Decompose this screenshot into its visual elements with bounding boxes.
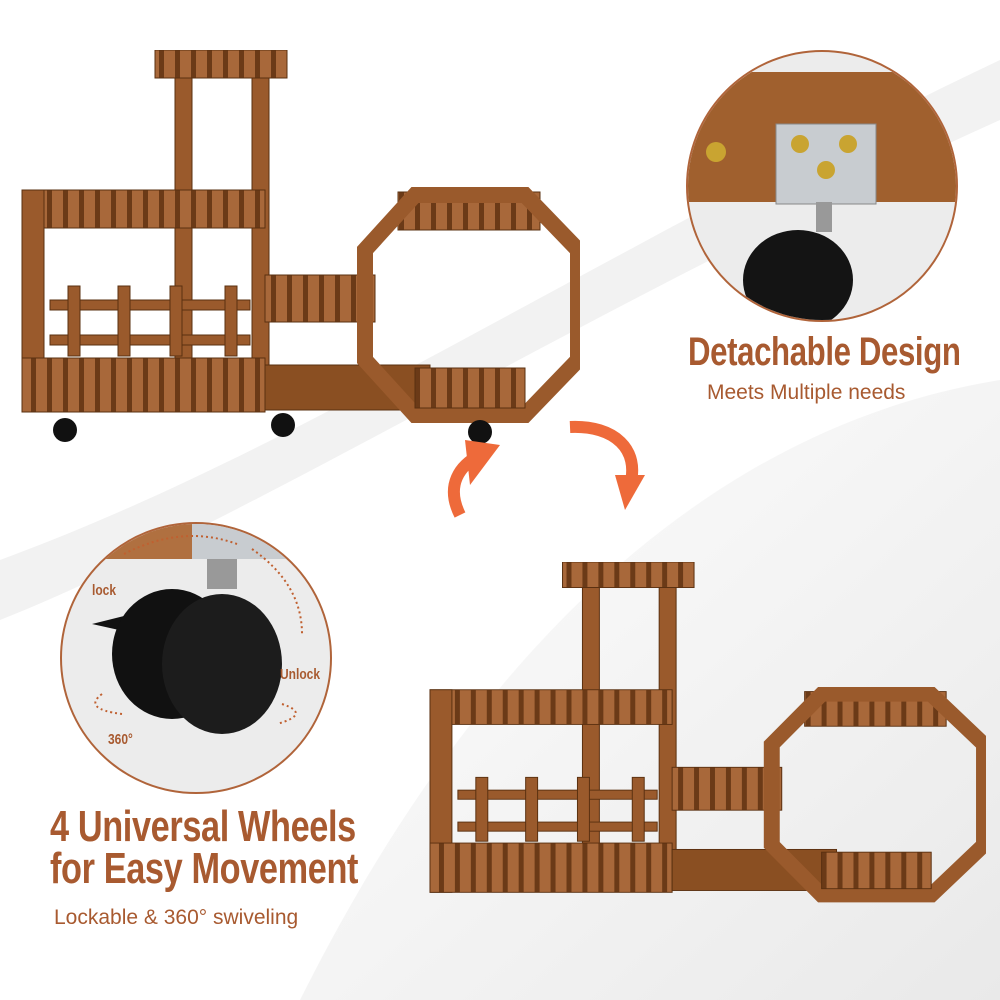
feature-subtitle-wheels: Lockable & 360° swiveling [54,906,299,929]
feature-title-wheels-line2: for Easy Movement [50,844,359,893]
wheel-closeup: lock Unlock 360° [60,522,332,794]
rotation-label: 360° [108,731,133,748]
swap-arrows-icon [448,420,645,518]
feature-title-detachable: Detachable Design [688,330,961,374]
feature-subtitle-detachable: Meets Multiple needs [707,381,906,404]
lock-label: lock [92,582,117,599]
detachable-bracket-closeup [686,50,958,322]
feature-title-wheels-line1: 4 Universal Wheels [50,802,356,851]
plant-stand-configuration-b [428,562,986,927]
unlock-label: Unlock [280,666,321,683]
